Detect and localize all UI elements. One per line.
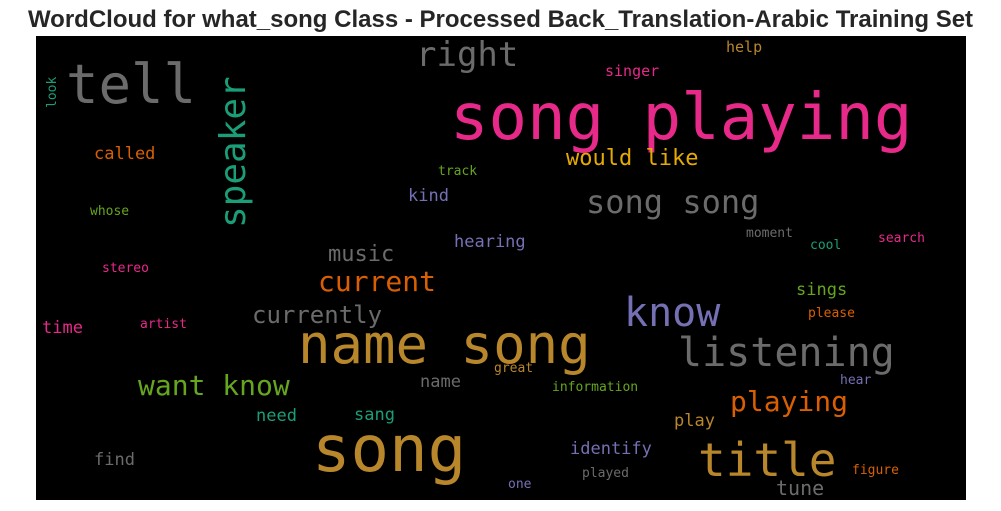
word: singer bbox=[605, 62, 660, 80]
word: currently bbox=[252, 301, 383, 329]
word: time bbox=[42, 318, 83, 338]
word: current bbox=[318, 265, 437, 298]
word: identify bbox=[570, 439, 652, 459]
word: title bbox=[698, 433, 837, 487]
word: kind bbox=[408, 186, 449, 206]
word: know bbox=[624, 290, 721, 336]
word: help bbox=[726, 38, 763, 56]
word: hearing bbox=[454, 232, 526, 252]
word: sang bbox=[354, 405, 395, 425]
word: called bbox=[94, 144, 156, 164]
word: speaker bbox=[213, 76, 254, 228]
word: look bbox=[45, 76, 60, 108]
word: play bbox=[674, 411, 715, 431]
word: name bbox=[420, 372, 461, 392]
word: song song bbox=[586, 183, 760, 221]
word: need bbox=[256, 406, 297, 426]
word: tune bbox=[776, 476, 825, 500]
word: song bbox=[312, 413, 467, 487]
word: stereo bbox=[102, 261, 149, 276]
word: song playing bbox=[450, 81, 913, 155]
word: moment bbox=[746, 226, 793, 241]
word: track bbox=[438, 164, 478, 179]
word: playing bbox=[730, 385, 849, 418]
word: name song bbox=[298, 313, 591, 376]
word: music bbox=[328, 242, 395, 267]
word: find bbox=[94, 450, 135, 470]
word: right bbox=[416, 36, 519, 75]
word: figure bbox=[852, 463, 899, 478]
word: please bbox=[808, 306, 855, 321]
chart-title: WordCloud for what_song Class - Processe… bbox=[27, 6, 974, 33]
word: would like bbox=[566, 146, 699, 171]
word: one bbox=[508, 477, 532, 492]
word: artist bbox=[140, 317, 187, 332]
word: hear bbox=[840, 373, 872, 388]
word: played bbox=[582, 466, 629, 481]
word: listening bbox=[678, 330, 895, 376]
word: cool bbox=[810, 238, 842, 253]
word: information bbox=[552, 380, 639, 395]
word: search bbox=[878, 231, 925, 246]
word: great bbox=[494, 361, 534, 376]
wordcloud-canvas: song playing name song song tell speaker… bbox=[36, 36, 966, 500]
word: sings bbox=[796, 280, 848, 300]
word: whose bbox=[90, 204, 130, 219]
word: want know bbox=[138, 369, 290, 402]
word: tell bbox=[66, 53, 197, 116]
